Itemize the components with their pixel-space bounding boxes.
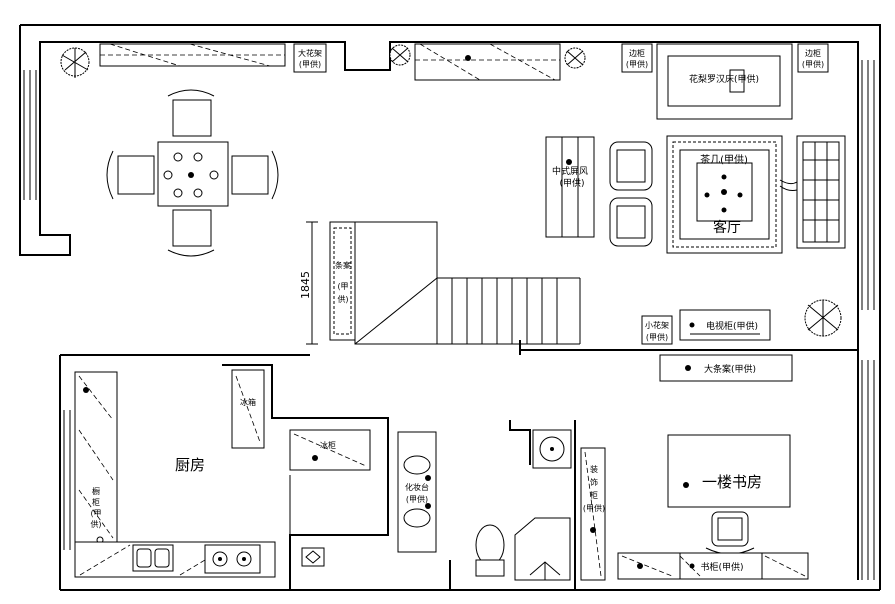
- armchair: [609, 141, 653, 191]
- study-chair: [705, 511, 755, 555]
- arhat-bed: 花梨罗汉床(甲供): [656, 43, 793, 120]
- decorative-cabinet: 装 饰 柜 (甲供): [580, 447, 606, 581]
- small-flower-shelf-label: 小花架: [645, 320, 669, 330]
- vanity: 化妆台 (甲供): [397, 431, 437, 553]
- outer-walls: [19, 24, 881, 591]
- small-flower-shelf: 小花架 (甲供): [641, 315, 673, 345]
- shower-icon: [514, 517, 571, 581]
- freezer: 冰柜: [289, 429, 371, 471]
- screen-sub: (甲供): [559, 177, 584, 189]
- dimension-marker: 1845: [299, 221, 318, 345]
- cupboard-label-1: 橱: [92, 486, 100, 496]
- fridge: 冰箱: [231, 369, 265, 449]
- deco-label-2: 饰: [590, 477, 598, 487]
- big-flower-shelf-sub: (甲供): [299, 59, 321, 69]
- arhat-bed-label: 花梨罗汉床(甲供): [689, 73, 759, 85]
- deco-label-1: 装: [590, 464, 598, 474]
- bathroom-walls: [449, 420, 576, 590]
- big-flower-shelf-label: 大花架: [298, 48, 322, 58]
- washing-machine-icon: [532, 429, 572, 469]
- big-flower-shelf: 大花架 (甲供): [293, 43, 327, 73]
- living-room-label: 客厅: [713, 219, 741, 236]
- kitchen-label: 厨房: [175, 456, 205, 474]
- tv-cabinet: 电视柜(甲供): [679, 309, 771, 341]
- dining-chair: [231, 150, 279, 200]
- kitchen-cabinet: 橱 柜 (甲 供): [74, 371, 118, 544]
- study-desk: 一楼书房: [667, 434, 791, 508]
- sink-icon: [132, 544, 174, 572]
- long-table-label: 大条案(甲供): [704, 363, 756, 375]
- tea-table-label: 茶几(甲供): [700, 153, 748, 166]
- corner-cabinet-right-label: 边柜: [805, 48, 821, 58]
- fridge-label: 冰箱: [240, 397, 256, 407]
- trash-icon: [301, 547, 325, 567]
- cupboard-label-2: 柜: [92, 497, 100, 507]
- corner-cabinet-right: 边柜 (甲供): [797, 43, 829, 73]
- small-flower-shelf-sub: (甲供): [646, 332, 668, 342]
- stove-icon: [204, 544, 261, 574]
- bookcase: 书柜(甲供): [617, 552, 809, 580]
- freezer-label: 冰柜: [320, 440, 336, 450]
- lattice-cabinet: [779, 135, 846, 249]
- console-label-1: 条案: [335, 260, 351, 270]
- corner-cabinet-right-sub: (甲供): [802, 59, 824, 69]
- corner-cabinet-left: 边柜 (甲供): [621, 43, 653, 73]
- top-left-cabinet: [99, 43, 286, 67]
- corner-cabinet-left-label: 边柜: [629, 48, 645, 58]
- staircase: [354, 221, 581, 345]
- plant-icon: [564, 47, 586, 69]
- dining-chair: [106, 150, 155, 200]
- tv-cabinet-label: 电视柜(甲供): [706, 320, 758, 332]
- deco-label-3: 柜: [590, 490, 598, 500]
- vanity-sub: (甲供): [406, 494, 428, 504]
- screen-label: 中式屏风: [552, 165, 588, 177]
- plant-icon: [804, 299, 842, 337]
- dining-chair: [167, 209, 215, 257]
- console-label-3: 供): [337, 294, 348, 304]
- long-table: 大条案(甲供): [659, 354, 793, 382]
- corner-cabinet-left-sub: (甲供): [626, 59, 648, 69]
- bookcase-label: 书柜(甲供): [700, 561, 743, 573]
- console-table: 条案 (甲 供): [329, 221, 356, 341]
- chinese-screen: 中式屏风 (甲供): [545, 136, 595, 238]
- study-label: 一楼书房: [702, 473, 762, 491]
- cupboard-label-4: 供): [90, 519, 101, 529]
- top-middle-cabinet: [414, 43, 561, 81]
- tea-table: 茶几(甲供) 客厅: [666, 135, 783, 254]
- plant-icon: [389, 44, 411, 66]
- console-label-2: (甲: [337, 282, 348, 291]
- dining-chair: [167, 89, 215, 137]
- cupboard-label-3: (甲: [90, 509, 101, 518]
- deco-label-4: (甲供): [583, 503, 605, 513]
- toilet-icon: [475, 524, 505, 577]
- armchair: [609, 197, 653, 247]
- stair-height-label: 1845: [299, 271, 312, 299]
- plant-icon: [60, 47, 90, 78]
- dining-table: [157, 141, 229, 207]
- kitchen-walls: [222, 364, 389, 590]
- vanity-label: 化妆台: [405, 482, 429, 492]
